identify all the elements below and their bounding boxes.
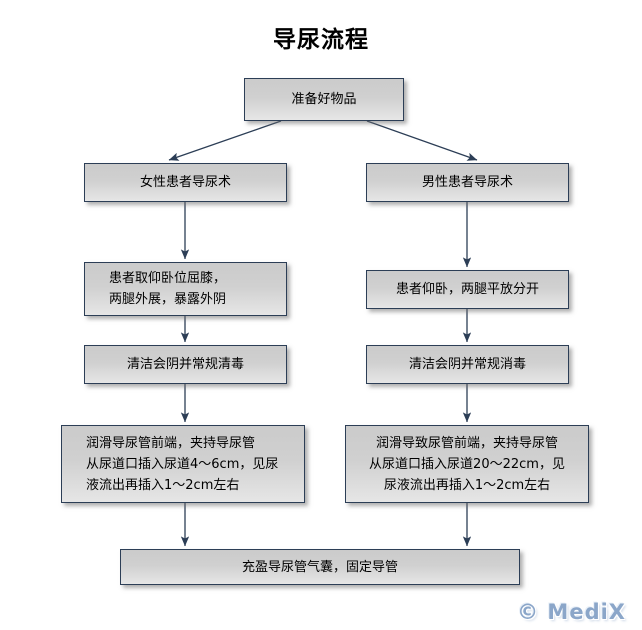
node-inflate-balloon-fix-catheter-label: 充盈导尿管气囊，固定导管: [241, 559, 398, 575]
node-male-clean-disinfect[interactable]: 清洁会阴并常规消毒: [366, 345, 569, 384]
node-male-catheterization[interactable]: 男性患者导尿术: [366, 163, 569, 202]
node-male-insert-catheter-label: 润滑导致尿管前端，夹持导尿管 从尿道口插入尿道20～22cm，见 尿液流出再插入…: [369, 435, 565, 493]
node-prepare-supplies-label: 准备好物品: [291, 92, 357, 107]
connector-start-to-female: [168, 120, 282, 161]
node-male-position-label: 患者仰卧，两腿平放分开: [395, 282, 539, 297]
connector-start-to-male: [366, 120, 478, 161]
node-female-clean-disinfect[interactable]: 清洁会阴并常规清毒: [84, 345, 287, 384]
node-female-insert-catheter-label: 润滑导尿管前端，夹持导尿管 从尿道口插入尿道4～6cm，见尿 液流出再插入1～2…: [86, 435, 279, 493]
node-female-insert-catheter[interactable]: 润滑导尿管前端，夹持导尿管 从尿道口插入尿道4～6cm，见尿 液流出再插入1～2…: [61, 425, 305, 503]
node-inflate-balloon-fix-catheter[interactable]: 充盈导尿管气囊，固定导管: [120, 549, 520, 585]
node-male-clean-disinfect-label: 清洁会阴并常规消毒: [408, 357, 526, 372]
node-female-clean-disinfect-label: 清洁会阴并常规清毒: [126, 357, 244, 372]
node-female-position-label: 患者取仰卧位屈膝， 两腿外展，暴露外阴: [109, 271, 227, 307]
node-male-insert-catheter[interactable]: 润滑导致尿管前端，夹持导尿管 从尿道口插入尿道20～22cm，见 尿液流出再插入…: [345, 425, 589, 503]
node-male-catheterization-label: 男性患者导尿术: [421, 175, 513, 190]
node-prepare-supplies[interactable]: 准备好物品: [244, 78, 404, 121]
node-female-position[interactable]: 患者取仰卧位屈膝， 两腿外展，暴露外阴: [84, 262, 287, 316]
node-male-position[interactable]: 患者仰卧，两腿平放分开: [366, 270, 569, 309]
watermark-medix: © MediX: [517, 600, 626, 624]
page-title: 导尿流程: [273, 27, 369, 53]
node-female-catheterization-label: 女性患者导尿术: [139, 175, 231, 190]
node-female-catheterization[interactable]: 女性患者导尿术: [84, 163, 287, 202]
